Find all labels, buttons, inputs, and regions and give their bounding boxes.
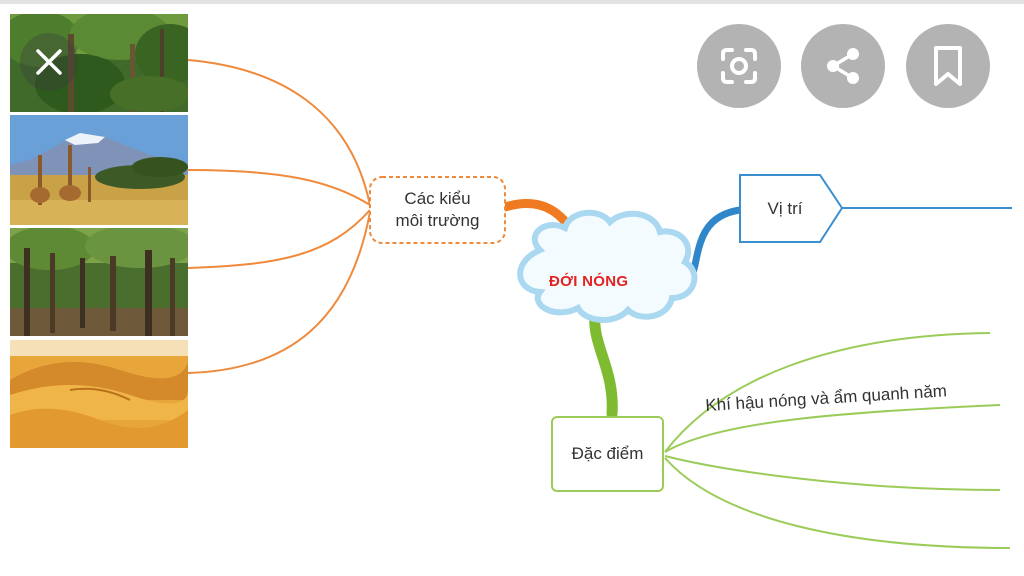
share-icon [827, 48, 859, 84]
center-topic: ĐỚI NÓNG [549, 273, 629, 290]
lens-button[interactable] [697, 24, 781, 108]
share-button[interactable] [801, 24, 885, 108]
features-node: Đặc điểm [571, 444, 644, 463]
close-button[interactable] [20, 33, 78, 91]
rainforest-photo [10, 14, 188, 112]
savanna-photo [10, 115, 188, 225]
top-divider [0, 0, 1024, 4]
bookmark-icon [934, 46, 962, 86]
environments-node-line-1: Các kiểu [404, 189, 471, 208]
tropical-forest-photo [10, 228, 188, 336]
location-node: Vị trí [767, 199, 803, 218]
lens-icon [721, 48, 757, 84]
center-cloud [517, 209, 698, 323]
close-icon [36, 49, 62, 75]
desert-photo [10, 340, 188, 448]
bookmark-button[interactable] [906, 24, 990, 108]
environments-node: Các kiểu môi trường [372, 188, 503, 232]
environments-node-line-2: môi trường [395, 211, 480, 230]
